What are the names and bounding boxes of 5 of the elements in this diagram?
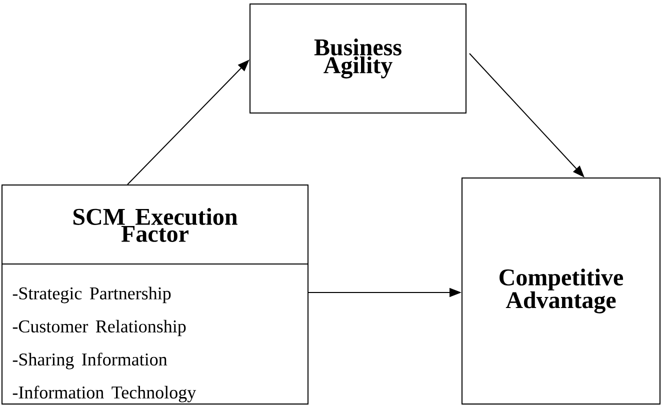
concept-label: Competitive Advantage bbox=[500, 268, 624, 314]
concept-box bbox=[462, 178, 660, 404]
factor-box: SCM Execution Factor -Strategic Partnership -Customer Relationship -Sharing Information -Information Technology bbox=[2, 184, 308, 404]
concept-box bbox=[250, 4, 466, 114]
concept-label: Business Agility bbox=[314, 38, 402, 78]
